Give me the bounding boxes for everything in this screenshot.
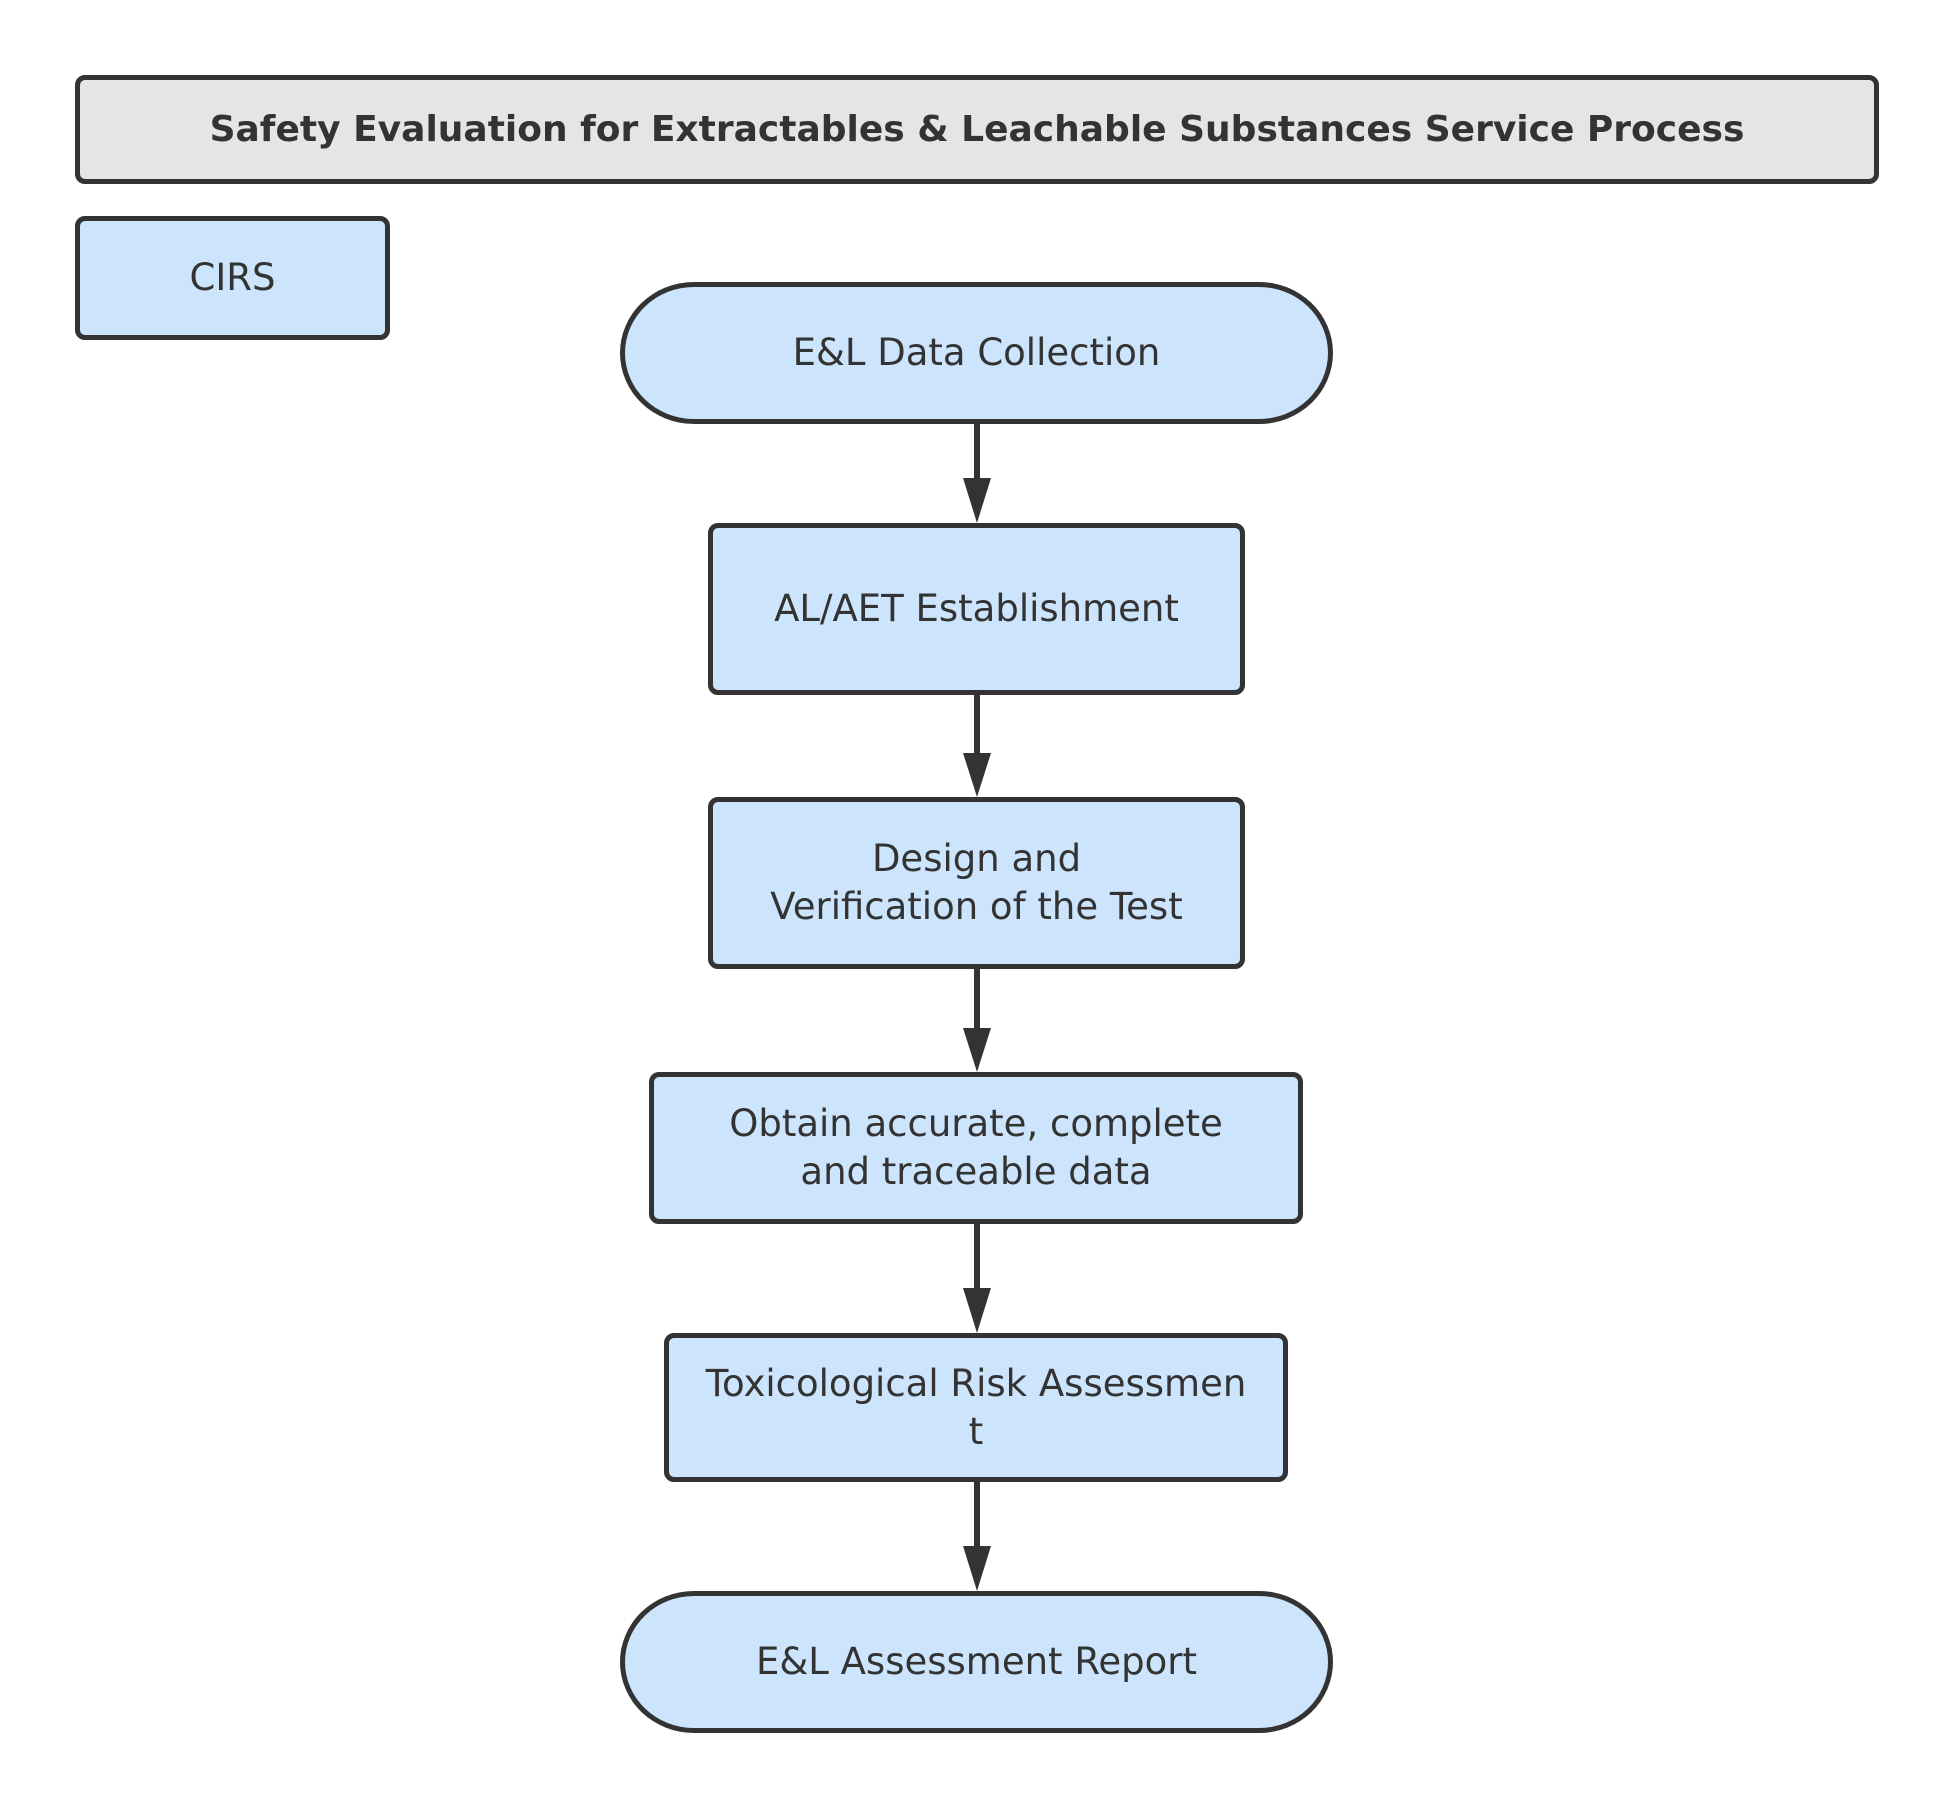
arrowhead-4	[963, 1288, 991, 1333]
node-toxicological-risk-assessment: Toxicological Risk Assessment	[664, 1333, 1288, 1482]
node-el-assessment-report: E&L Assessment Report	[620, 1591, 1333, 1733]
node-label: E&L Assessment Report	[756, 1640, 1197, 1683]
node-label: AL/AET Establishment	[774, 587, 1179, 630]
legend-cirs: CIRS	[75, 216, 390, 340]
arrowhead-5	[963, 1546, 991, 1591]
node-label: Toxicological Risk Assessment	[705, 1361, 1247, 1453]
node-label: Design and Verification of the Test	[770, 837, 1183, 928]
legend-label: CIRS	[189, 256, 276, 299]
node-el-data-collection: E&L Data Collection	[620, 282, 1333, 424]
arrowhead-1	[963, 478, 991, 523]
node-label: Obtain accurate, complete and traceable …	[729, 1102, 1223, 1193]
arrowhead-3	[963, 1028, 991, 1072]
diagram-title: Safety Evaluation for Extractables & Lea…	[75, 75, 1879, 184]
arrowhead-2	[963, 753, 991, 797]
node-obtain-data: Obtain accurate, complete and traceable …	[649, 1072, 1303, 1224]
node-design-verification: Design and Verification of the Test	[708, 797, 1245, 969]
node-al-aet-establishment: AL/AET Establishment	[708, 523, 1245, 695]
node-label: E&L Data Collection	[792, 331, 1161, 374]
diagram-title-text: Safety Evaluation for Extractables & Lea…	[209, 108, 1745, 150]
